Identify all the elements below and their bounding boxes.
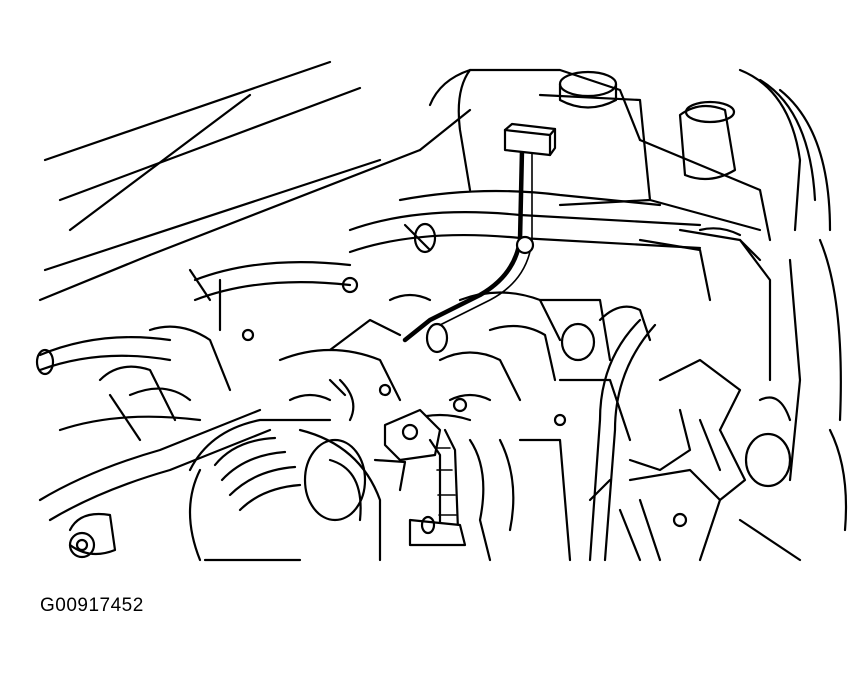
harness-connector-top bbox=[503, 122, 557, 157]
left-intake-assembly bbox=[35, 325, 272, 559]
misc-fasteners bbox=[241, 276, 567, 427]
corrugated-intake-duct bbox=[188, 418, 382, 562]
cross-hoses bbox=[188, 189, 702, 332]
hood-panel-lines bbox=[38, 60, 472, 302]
harness-bracket bbox=[373, 408, 467, 547]
engine-center-components bbox=[278, 291, 652, 562]
right-fender-lines bbox=[738, 238, 848, 562]
master-cylinder-housing bbox=[428, 68, 832, 242]
ignition-wires bbox=[588, 227, 802, 562]
engine-compartment-line-drawing bbox=[35, 60, 848, 562]
figure-id-label: G00917452 bbox=[40, 595, 144, 616]
